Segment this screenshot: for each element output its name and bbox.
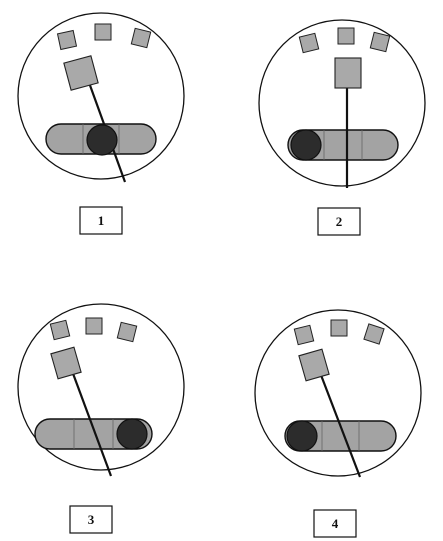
panel-4: 4 (254, 309, 422, 538)
panel-2-ball (290, 129, 322, 161)
panel-2-dial-circle (258, 19, 426, 187)
panel-3-square-left (49, 319, 71, 341)
panel-3: 3 (17, 303, 185, 534)
panel-1-square-right (130, 27, 152, 49)
panel-4-ball (286, 420, 318, 452)
panel-2-label: 2 (336, 214, 343, 229)
panel-2-pointer-square (334, 57, 362, 89)
panel-4-square-center (330, 319, 348, 337)
panel-1: 1 (17, 12, 185, 235)
panel-1-label-box (79, 206, 123, 235)
panel-4-pointer-square (298, 348, 330, 382)
panel-1-label: 1 (98, 213, 105, 228)
panel-1-stimulus-squares (56, 23, 152, 51)
panel-2-square-left (298, 32, 320, 54)
panel-1-square-center (94, 23, 112, 41)
panel-4-label-box (313, 509, 357, 538)
panel-4-square-left (293, 324, 315, 346)
panel-3-label-box (69, 505, 113, 534)
panel-1-square-left (56, 29, 78, 51)
panel-1-ball (86, 124, 118, 156)
panel-4-pointer-line (314, 361, 362, 478)
panel-4-square-right (363, 323, 385, 345)
panel-2-square-center (337, 27, 355, 45)
panel-3-pointer-square (50, 346, 82, 380)
panel-4-stimulus-squares (293, 319, 385, 346)
panel-2-stimulus-squares (298, 27, 391, 54)
panel-3-pointer-line (66, 359, 113, 477)
panel-3-square-center (85, 317, 103, 335)
panel-3-stimulus-squares (49, 317, 138, 343)
panel-2: 2 (258, 19, 426, 236)
panel-3-ball (116, 418, 148, 450)
panel-2-label-box (317, 207, 361, 236)
panel-3-square-right (116, 321, 138, 343)
panel-3-label: 3 (88, 512, 95, 527)
panel-1-pointer-square (63, 55, 99, 91)
panel-2-square-right (369, 31, 391, 53)
panel-4-label: 4 (332, 516, 339, 531)
